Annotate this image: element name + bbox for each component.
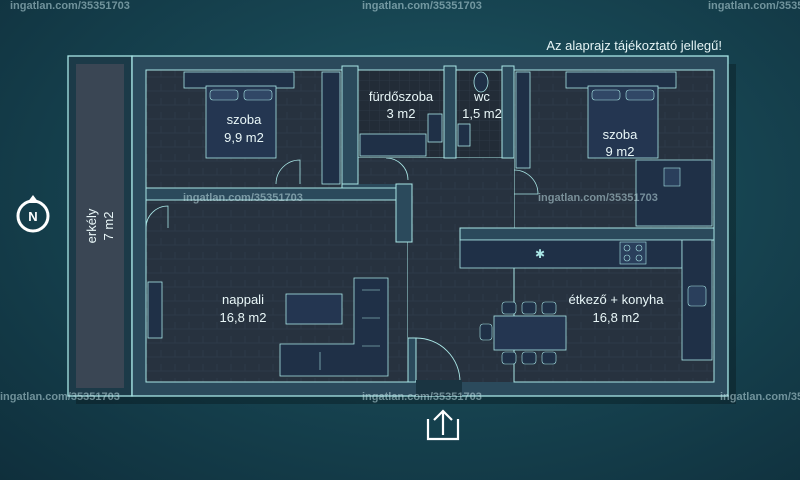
kitchen-name: étkező + konyha (568, 292, 664, 307)
wall-wc-bed2 (501, 65, 515, 159)
bathroom-fixtures (359, 113, 443, 181)
dining-table (479, 301, 567, 365)
bedroom1-name: szoba (227, 112, 262, 127)
bedroom2-name: szoba (603, 127, 638, 142)
kitchen-counter: ✱ (459, 239, 713, 361)
bedroom1-furniture (183, 71, 341, 185)
balcony-label: erkély 7 m2 (84, 208, 116, 243)
wall-bed1-bath (341, 65, 359, 185)
watermark: ingatlan.com/35351703 (720, 391, 800, 403)
bathroom-area: 3 m2 (387, 106, 416, 121)
compass-north-icon: N (16, 195, 50, 233)
bathroom-name: fürdőszoba (369, 89, 434, 104)
watermark: ingatlan.com/35351703 (362, 0, 482, 12)
wall-living-top (145, 187, 397, 201)
entrance-arrow-icon (426, 409, 460, 441)
corridor-floor (408, 184, 514, 382)
watermark: ingatlan.com/35351703 (10, 0, 130, 12)
wall-hall-stub (395, 183, 413, 243)
wall-kitchen-top (459, 227, 715, 241)
wall-bath-wc (443, 65, 457, 159)
living-name: nappali (222, 292, 264, 307)
entrance-door-swing (415, 337, 461, 383)
wc-area: 1,5 m2 (462, 106, 502, 121)
entrance-gap (416, 380, 462, 396)
wc-fixtures (457, 71, 489, 147)
hall-floor (358, 158, 514, 184)
bedroom2-area: 9 m2 (606, 144, 635, 159)
wall-entry-stub (407, 337, 417, 383)
watermark: ingatlan.com/35351703 (708, 0, 800, 12)
svg-text:✱: ✱ (535, 247, 545, 261)
disclaimer-note: Az alaprajz tájékoztató jellegű! (546, 38, 722, 53)
bedroom1-area: 9,9 m2 (224, 130, 264, 145)
bedroom2-furniture (513, 71, 713, 227)
wc-name: wc (473, 89, 490, 104)
watermark: ingatlan.com/35351703 (538, 192, 658, 204)
living-area: 16,8 m2 (220, 310, 267, 325)
balcony-name: erkély (84, 208, 99, 243)
living-furniture (145, 205, 389, 377)
watermark: ingatlan.com/35351703 (362, 391, 482, 403)
kitchen-area: 16,8 m2 (593, 310, 640, 325)
balcony-area: 7 m2 (101, 212, 116, 241)
watermark: ingatlan.com/35351703 (183, 192, 303, 204)
compass-letter: N (28, 209, 37, 224)
watermark: ingatlan.com/35351703 (0, 391, 120, 403)
balcony-floor (76, 64, 124, 388)
